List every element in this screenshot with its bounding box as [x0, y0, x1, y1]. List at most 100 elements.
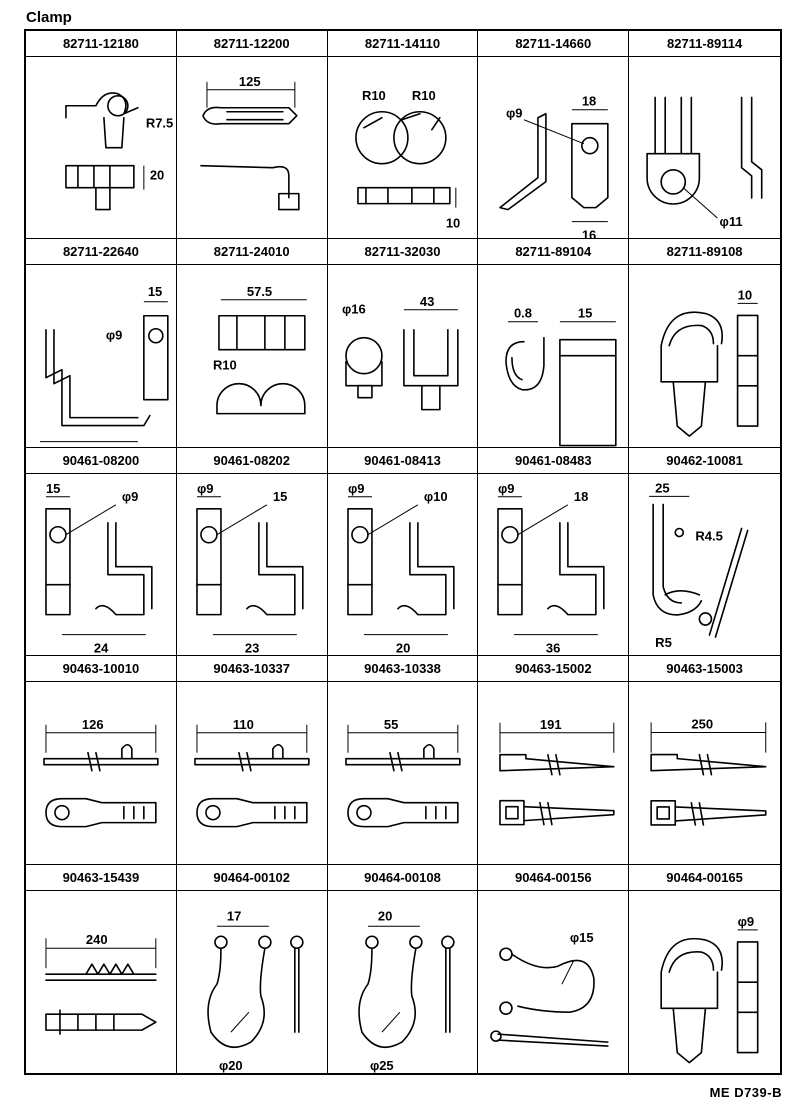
dimension-label: φ16 — [342, 302, 366, 317]
part-number: 82711-12180 — [26, 31, 176, 57]
dimension-label: 0.8 — [514, 306, 532, 321]
part-number: 90461-08202 — [176, 448, 327, 474]
part-cell: 82711-12200 125 — [176, 31, 328, 240]
part-number: 82711-89114 — [629, 31, 780, 57]
part-number: 90463-10010 — [26, 656, 176, 683]
part-drawing: 125 — [199, 74, 300, 211]
dimension-label: 10 — [738, 288, 753, 303]
dimension-label: 15 — [148, 284, 162, 299]
part-illustration: 125 — [177, 57, 327, 238]
dimension-label: φ9 — [106, 328, 122, 343]
part-number: 82711-89108 — [629, 239, 780, 266]
part-illustration: φ9723 — [629, 891, 780, 1073]
part-number: 82711-14660 — [478, 31, 629, 57]
part-illustration: 20 φ25 — [328, 891, 478, 1073]
dimension-label: 250 — [692, 717, 714, 732]
dimension-label: φ9 — [348, 481, 364, 496]
dimension-label: 24 — [94, 640, 109, 655]
part-illustration: 240 — [26, 891, 176, 1073]
part-drawing: 15φ962 — [39, 284, 169, 447]
part-number: 82711-22640 — [26, 239, 176, 266]
part-cell: 82711-22640 15φ962 — [26, 239, 177, 448]
part-number: 90461-08413 — [327, 448, 478, 474]
dimension-label: 18 — [574, 489, 588, 504]
dimension-label: 18 — [582, 94, 596, 109]
part-number: 90464-00165 — [629, 865, 780, 891]
dimension-label: 25 — [655, 480, 670, 495]
dimension-label: 15 — [46, 481, 60, 496]
dimension-label: φ9 — [506, 106, 523, 121]
dimension-label: 17 — [227, 908, 241, 923]
part-cell: 90463-15002 191 — [478, 656, 630, 865]
dimension-label: R5 — [655, 635, 672, 650]
part-number: 82711-32030 — [327, 239, 478, 266]
part-drawing: 20 φ25 — [357, 908, 455, 1073]
dimension-label: 15 — [273, 489, 287, 504]
part-number: 82711-89104 — [478, 239, 629, 266]
part-cell: 90463-15003 250 — [629, 656, 780, 865]
dimension-label: φ9 — [122, 489, 138, 504]
part-number: 90463-10337 — [176, 656, 327, 683]
dimension-label: φ25 — [370, 1058, 394, 1073]
dimension-label: 16 — [582, 228, 596, 239]
dimension-label: 20 — [150, 168, 164, 183]
dimension-label: 110 — [233, 717, 254, 732]
part-cell: 82711-89104 0.8 15 — [478, 239, 630, 448]
dimension-label: φ15 — [570, 930, 594, 945]
part-illustration: 15φ962 — [26, 265, 176, 447]
part-number: 90464-00102 — [176, 865, 327, 891]
part-cell: 90463-10338 55 — [327, 656, 479, 865]
part-drawing: 126 — [43, 717, 159, 828]
dimension-label: 125 — [239, 74, 261, 89]
part-drawing: R7.520 — [65, 92, 173, 211]
part-drawing: 55 — [344, 717, 461, 828]
part-cell: 90463-15439 240 — [26, 864, 177, 1073]
part-illustration: φ15 — [478, 891, 628, 1073]
dimension-label: 55 — [384, 717, 398, 732]
part-number: 90463-10338 — [327, 656, 478, 683]
dimension-label: 20 — [378, 908, 392, 923]
dimension-label: R4.5 — [696, 528, 724, 543]
part-illustration: 15 φ9 24 — [26, 474, 176, 655]
dimension-label: 15 — [578, 306, 592, 321]
part-number: 82711-14110 — [327, 31, 478, 57]
part-cell: 90464-00165 φ9723 — [629, 865, 780, 1073]
part-number: 90462-10081 — [629, 448, 780, 474]
part-drawing: 250 — [650, 717, 767, 826]
part-illustration: 126 — [26, 682, 176, 863]
dimension-label: 20 — [396, 640, 410, 655]
dimension-label: φ9 — [197, 481, 214, 496]
part-drawing: 0.8 15 — [505, 306, 618, 447]
part-drawing: φ9 18 16 — [499, 94, 610, 239]
part-illustration: 250 — [629, 682, 780, 863]
dimension-label: R10 — [411, 88, 435, 103]
dimension-label: 240 — [86, 932, 108, 947]
dimension-label: φ9 — [738, 913, 755, 928]
part-drawing: 240 — [45, 932, 157, 1035]
dimension-label: 57.5 — [247, 284, 272, 299]
part-illustration: 0.8 15 — [478, 265, 628, 447]
part-drawing: 110 — [193, 717, 310, 828]
part-illustration: 191 — [478, 682, 628, 863]
